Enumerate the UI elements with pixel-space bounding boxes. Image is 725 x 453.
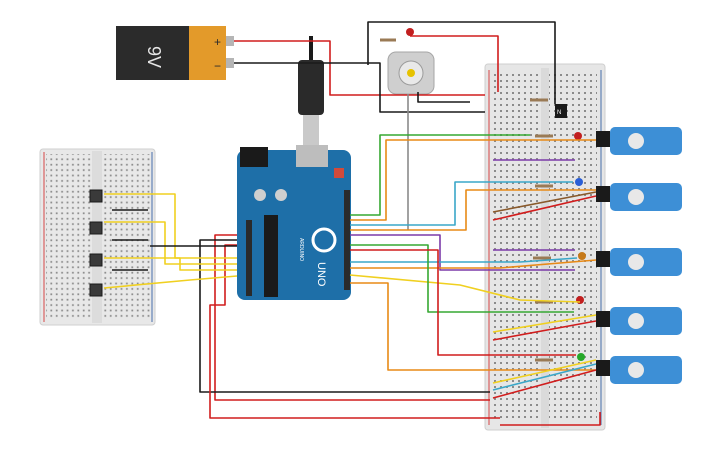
arduino-uno: UNO ARDUINO xyxy=(237,145,351,300)
led-red-1 xyxy=(574,132,582,140)
wire-orange-3 xyxy=(350,259,597,269)
servo-1 xyxy=(596,127,682,155)
wire-red-1 xyxy=(350,249,576,356)
led-green xyxy=(577,353,585,361)
wire-purple-1 xyxy=(350,234,575,271)
wire-green-1 xyxy=(350,134,530,216)
wire-yellow-btn-2 xyxy=(104,221,237,265)
arduino-brand: ARDUINO xyxy=(298,238,304,261)
transistor: N xyxy=(555,104,567,118)
wire-red-4 xyxy=(492,369,597,399)
led-top xyxy=(406,28,414,36)
wire-yellow-btn-1 xyxy=(104,193,237,259)
servo-5 xyxy=(596,356,682,384)
servo-3 xyxy=(596,248,682,276)
push-buttons xyxy=(89,189,103,297)
wire-battery-negative xyxy=(234,62,485,113)
wire-black-bottom xyxy=(199,239,490,393)
wire-cyan-1 xyxy=(350,181,573,226)
wire-top-loop xyxy=(367,21,556,104)
servos xyxy=(596,127,682,384)
wire-battery-positive xyxy=(234,40,485,96)
wire-cyan-3 xyxy=(492,363,597,391)
wire-orange-2 xyxy=(350,189,596,231)
usb-cable xyxy=(298,36,324,145)
push-button-1[interactable] xyxy=(89,189,103,203)
wire-red-2 xyxy=(492,195,597,221)
led-blue xyxy=(575,178,583,186)
main-breadboard xyxy=(484,63,606,431)
transistor-label: N xyxy=(557,110,561,116)
wire-yellow-btn-3 xyxy=(104,257,237,271)
wire-yellow-btn-4 xyxy=(103,275,238,289)
push-button-4[interactable] xyxy=(89,283,103,297)
leds xyxy=(406,28,586,361)
wire-orange-4 xyxy=(350,282,596,371)
wire-red-mid xyxy=(209,244,500,419)
battery-plus: + xyxy=(214,35,221,49)
wire-red-bottom xyxy=(214,234,490,401)
arduino-model: UNO xyxy=(315,262,327,287)
wire-motor-red xyxy=(410,35,499,92)
battery-label: 9V xyxy=(144,46,164,68)
wires xyxy=(103,21,601,426)
small-breadboard xyxy=(39,148,156,326)
battery-9v: 9V + − xyxy=(116,26,234,80)
wire-motor-black xyxy=(417,92,470,103)
wire-yellow-2 xyxy=(492,314,597,333)
wire-green-2 xyxy=(350,244,574,313)
push-button-2[interactable] xyxy=(89,221,103,235)
dc-motor xyxy=(387,51,435,95)
wire-cyan-2 xyxy=(350,257,578,263)
wire-red-3 xyxy=(492,320,597,341)
servo-4 xyxy=(596,307,682,335)
wire-yellow-1 xyxy=(349,274,581,303)
led-red-2 xyxy=(576,296,584,304)
battery-minus: − xyxy=(214,59,221,73)
servo-2 xyxy=(596,183,682,211)
wire-red-bb-bottom xyxy=(500,412,601,426)
wire-orange-1 xyxy=(350,139,596,221)
push-button-3[interactable] xyxy=(89,253,103,267)
wire-yellow-3 xyxy=(492,359,597,384)
led-orange xyxy=(578,252,586,260)
wire-brown-1 xyxy=(492,191,597,213)
resistors xyxy=(380,38,553,362)
